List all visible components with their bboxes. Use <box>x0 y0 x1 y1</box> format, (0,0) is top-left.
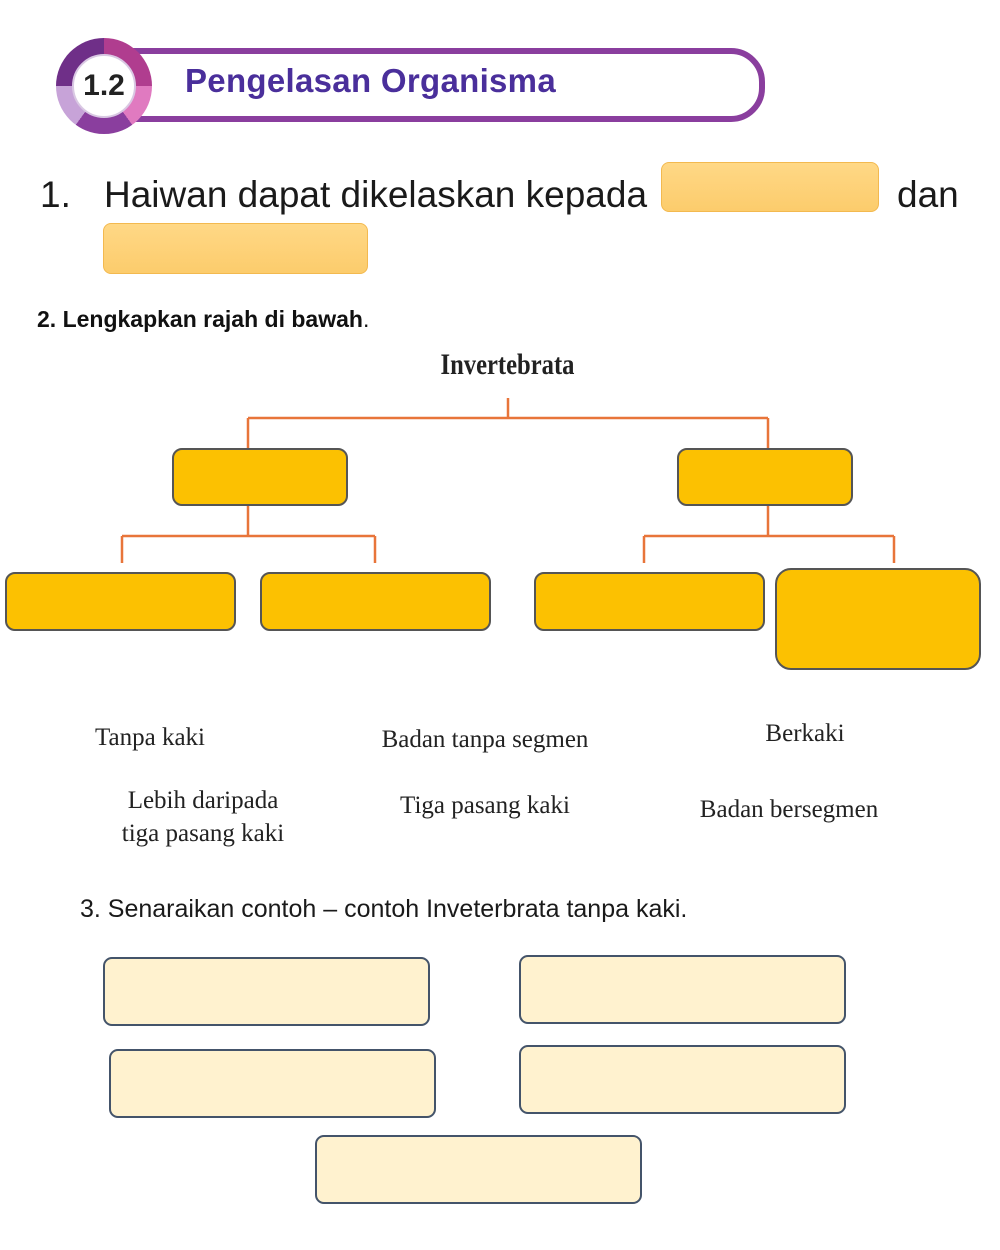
option-badan-tanpa-segmen[interactable]: Badan tanpa segmen <box>381 726 589 753</box>
question-1-number: 1. <box>40 174 71 215</box>
answer-box-q3-5[interactable] <box>315 1135 642 1204</box>
answer-box-q3-2[interactable] <box>519 955 846 1024</box>
diagram-box-level1-right[interactable] <box>677 448 853 506</box>
section-number-badge: 1.2 <box>72 54 136 118</box>
answer-box-q3-4[interactable] <box>519 1045 846 1114</box>
question-2-period: . <box>362 306 370 332</box>
diagram-box-level2-2[interactable] <box>260 572 491 631</box>
option-berkaki[interactable]: Berkaki <box>765 720 845 747</box>
question-3-instruction: 3. Senaraikan contoh – contoh Inveterbra… <box>80 895 688 923</box>
diagram-box-level1-left[interactable] <box>172 448 348 506</box>
diagram-root-title: Invertebrata <box>440 348 575 381</box>
answer-box-q3-1[interactable] <box>103 957 430 1026</box>
question-1-connector-word: dan <box>897 174 959 215</box>
option-tanpa-kaki[interactable]: Tanpa kaki <box>94 724 205 751</box>
option-lebih-daripada-tiga-pasang-kaki[interactable]: Lebih daripada tiga pasang kaki <box>98 784 308 850</box>
answer-box-q1-first[interactable] <box>661 162 879 212</box>
option-tiga-pasang-kaki[interactable]: Tiga pasang kaki <box>400 792 570 819</box>
option-badan-bersegmen[interactable]: Badan bersegmen <box>699 796 879 823</box>
question-2-text: 2. Lengkapkan rajah di bawah <box>37 306 363 332</box>
answer-box-q3-3[interactable] <box>109 1049 436 1118</box>
diagram-connectors <box>120 398 896 563</box>
diagram-box-level2-1[interactable] <box>5 572 236 631</box>
section-banner <box>95 48 765 122</box>
diagram-box-level2-3[interactable] <box>534 572 765 631</box>
diagram-box-level2-4[interactable] <box>775 568 981 670</box>
option-line-2: tiga pasang kaki <box>121 820 285 847</box>
question-1-text: Haiwan dapat dikelaskan kepada <box>104 174 648 215</box>
page-title: Pengelasan Organisma <box>185 62 556 99</box>
question-2-instruction: 2. Lengkapkan rajah di bawah. <box>37 306 369 333</box>
option-line-1: Lebih daripada <box>127 787 279 814</box>
answer-box-q1-second[interactable] <box>103 223 368 274</box>
